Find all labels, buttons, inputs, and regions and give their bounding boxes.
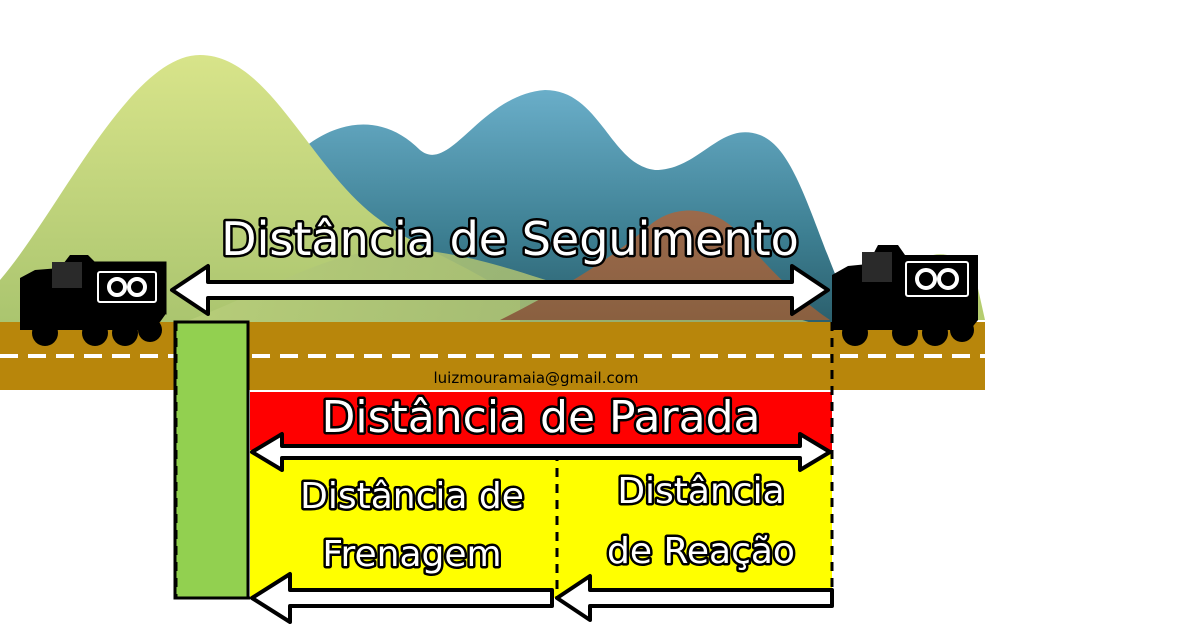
arrows — [170, 264, 834, 624]
following-distance-label: Distância de Seguimento — [221, 212, 799, 266]
safety-margin-band — [173, 320, 250, 600]
stopping-distance-band — [250, 392, 832, 450]
road — [0, 322, 985, 390]
go-logo-icon — [905, 261, 969, 297]
watermark-email: luizmouramaia@gmail.com — [434, 369, 639, 387]
stopping-distance-label: Distância de Parada — [322, 392, 761, 443]
stopping-distance-arrow — [250, 432, 832, 472]
go-logo-icon — [97, 271, 157, 303]
reaction-zone — [557, 450, 832, 598]
truck-right — [832, 245, 978, 346]
dashed-boundaries — [174, 322, 834, 605]
braking-distance-arrow — [250, 572, 554, 624]
reaction-distance-arrow — [555, 574, 834, 622]
following-distance-arrow — [170, 264, 830, 316]
braking-distance-label-line1: Distância de — [300, 476, 524, 517]
reaction-distance-label-line2: de Reação — [607, 531, 795, 572]
truck-left — [20, 255, 167, 346]
braking-distance-label-line2: Frenagem — [322, 534, 501, 575]
reaction-distance-label-line1: Distância — [617, 471, 784, 512]
braking-zone — [250, 450, 557, 598]
